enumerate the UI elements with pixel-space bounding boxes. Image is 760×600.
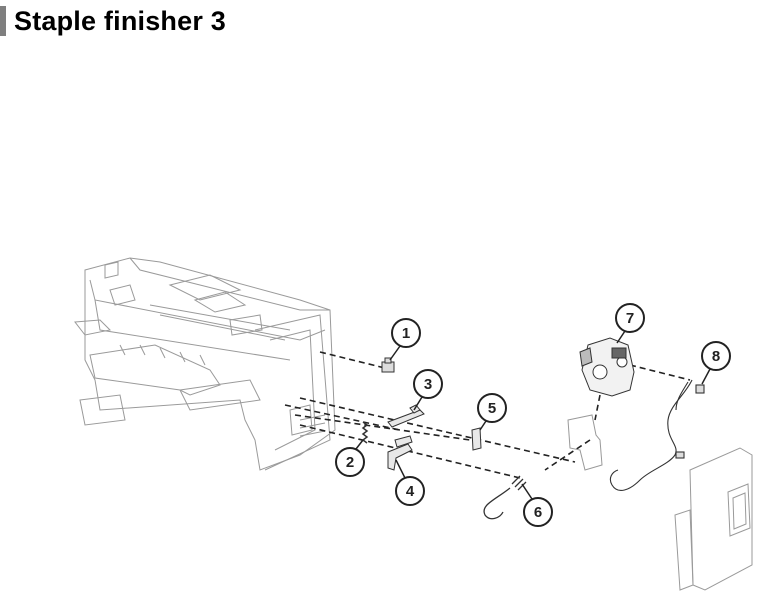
- svg-text:5: 5: [488, 400, 496, 417]
- page-header: Staple finisher 3: [0, 4, 226, 38]
- part-7-lower-bracket: [567, 414, 603, 471]
- finisher-frame: [74, 257, 336, 471]
- callout-1: 1: [389, 318, 421, 361]
- callout-8: 8: [701, 341, 731, 385]
- svg-text:6: 6: [534, 504, 542, 521]
- part-8-harness: [609, 379, 705, 491]
- svg-text:3: 3: [424, 376, 432, 393]
- part-1-sensor: [381, 357, 395, 373]
- svg-text:7: 7: [626, 310, 634, 327]
- svg-text:2: 2: [346, 454, 354, 471]
- part-5-flag: [471, 427, 482, 451]
- page-title: Staple finisher 3: [14, 5, 226, 36]
- rear-cover-panel: [674, 447, 753, 591]
- callout-3: 3: [413, 369, 443, 411]
- callout-6: 6: [521, 483, 553, 527]
- callout-4: 4: [395, 459, 425, 506]
- callout-7: 7: [615, 303, 645, 344]
- part-3-bracket: [387, 404, 425, 428]
- svg-text:8: 8: [712, 348, 720, 365]
- callout-2: 2: [335, 439, 365, 477]
- svg-text:4: 4: [406, 483, 415, 500]
- title-accent-bar: [0, 6, 6, 36]
- callout-5: 5: [477, 393, 507, 431]
- part-2-spring: [361, 421, 369, 444]
- part-4-actuator: [387, 435, 413, 471]
- svg-text:1: 1: [402, 325, 410, 342]
- part-6-cable-spring: [483, 475, 527, 520]
- part-7-motor-assembly: [579, 337, 635, 397]
